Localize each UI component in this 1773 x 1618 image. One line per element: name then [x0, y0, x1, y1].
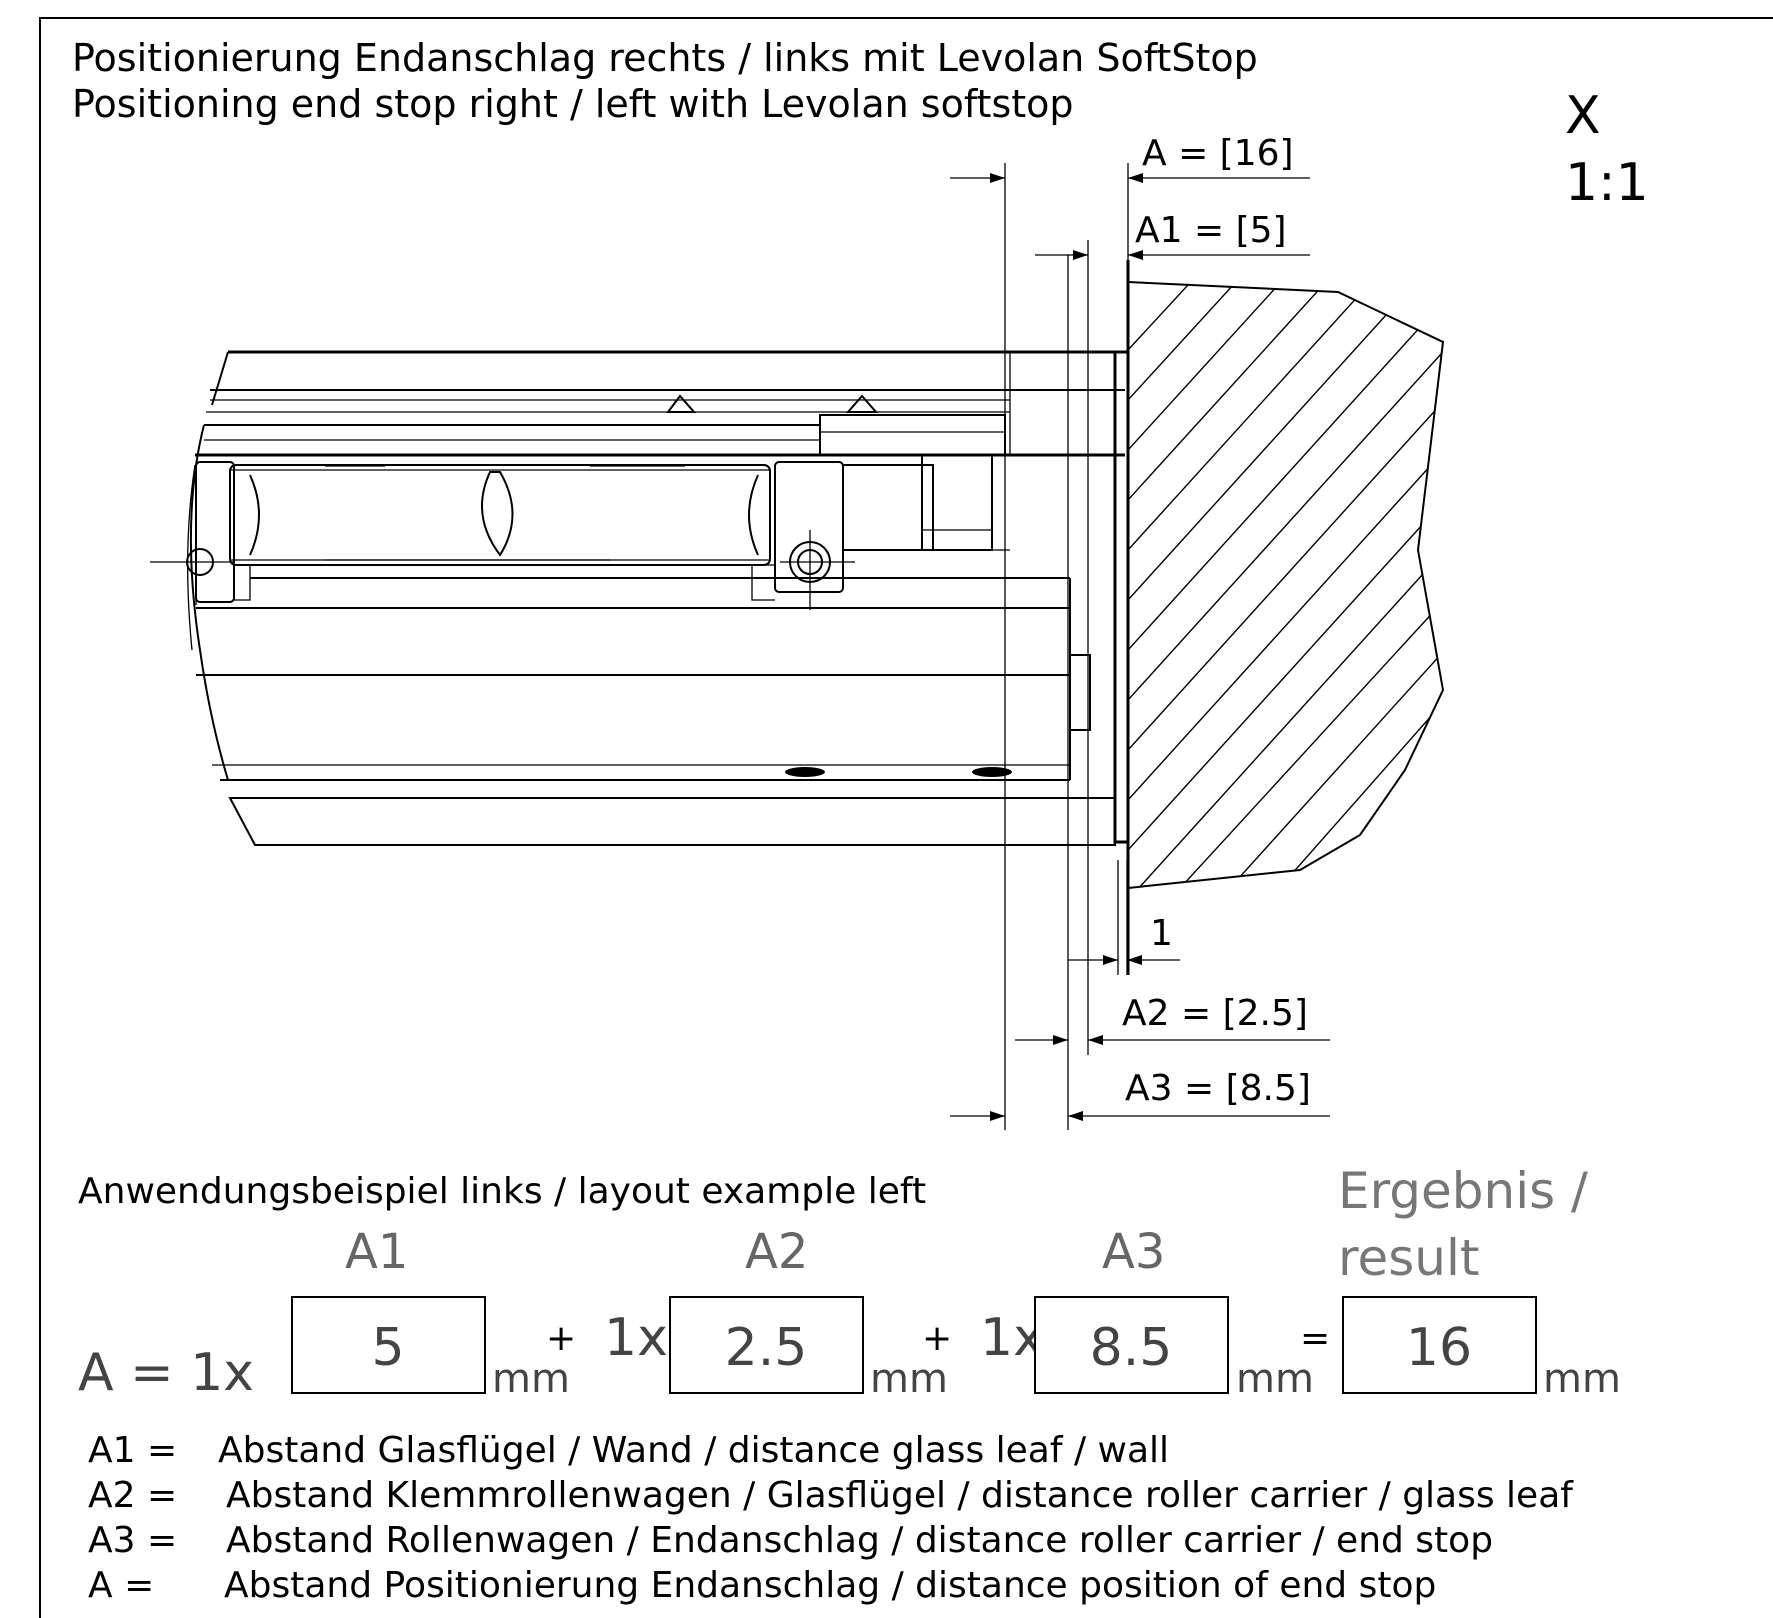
dimension-a1: A1 = [5]: [1135, 210, 1287, 251]
multiplier-a3: 1x: [980, 1308, 1044, 1368]
multiplier-a2: 1x: [604, 1308, 668, 1368]
unit-a2: mm: [870, 1356, 948, 1402]
detail-scale: 1:1: [1565, 153, 1649, 213]
title-german: Positionierung Endanschlag rechts / link…: [72, 36, 1258, 80]
column-label-a3: A3: [1102, 1224, 1165, 1280]
dimension-a: A = [16]: [1142, 133, 1294, 174]
title-english: Positioning end stop right / left with L…: [72, 82, 1074, 126]
dimension-gap: 1: [1150, 913, 1173, 954]
operator-equals: =: [1300, 1318, 1330, 1359]
unit-a1: mm: [492, 1356, 570, 1402]
legend-key-a: A =: [88, 1565, 154, 1606]
equation-lhs: A = 1x: [78, 1343, 254, 1403]
legend-text-a: Abstand Positionierung Endanschlag / dis…: [224, 1565, 1436, 1606]
unit-a3: mm: [1236, 1356, 1314, 1402]
wall-hatching: [1128, 282, 1443, 888]
a3-value: 8.5: [1090, 1318, 1173, 1378]
unit-result: mm: [1543, 1356, 1621, 1402]
result-title-line1: Ergebnis /: [1338, 1162, 1588, 1220]
drain-slot-left: [785, 767, 825, 777]
a3-field[interactable]: [1034, 1296, 1229, 1394]
legend-key-a1: A1 =: [88, 1430, 177, 1471]
legend-text-a2: Abstand Klemmrollenwagen / Glasflügel / …: [226, 1475, 1574, 1516]
a1-value: 5: [371, 1318, 404, 1378]
track-profile: [150, 350, 1130, 846]
a2-value: 2.5: [725, 1318, 808, 1378]
legend-text-a3: Abstand Rollenwagen / Endanschlag / dist…: [226, 1520, 1493, 1561]
calculator-heading: Anwendungsbeispiel links / layout exampl…: [78, 1171, 926, 1212]
dimension-a3: A3 = [8.5]: [1125, 1068, 1311, 1109]
column-label-a1: A1: [345, 1224, 408, 1280]
legend-key-a3: A3 =: [88, 1520, 177, 1561]
dimension-a2: A2 = [2.5]: [1122, 993, 1308, 1034]
drawing-frame: [39, 17, 1773, 1618]
drain-slot-right: [972, 767, 1012, 777]
result-title-line2: result: [1338, 1229, 1479, 1287]
result-field[interactable]: [1342, 1296, 1537, 1394]
operator-plus-1: +: [546, 1318, 576, 1359]
result-value: 16: [1406, 1318, 1472, 1378]
a2-field[interactable]: [669, 1296, 864, 1394]
legend-text-a1: Abstand Glasflügel / Wand / distance gla…: [218, 1430, 1169, 1471]
dimension-lines: [950, 163, 1330, 1130]
wall-section: [1126, 260, 1445, 975]
legend: A1 = Abstand Glasflügel / Wand / distanc…: [88, 1430, 1574, 1606]
legend-key-a2: A2 =: [88, 1475, 177, 1516]
detail-label: X: [1565, 86, 1601, 146]
a1-field[interactable]: [291, 1296, 486, 1394]
operator-plus-2: +: [922, 1318, 952, 1359]
column-label-a2: A2: [745, 1224, 808, 1280]
